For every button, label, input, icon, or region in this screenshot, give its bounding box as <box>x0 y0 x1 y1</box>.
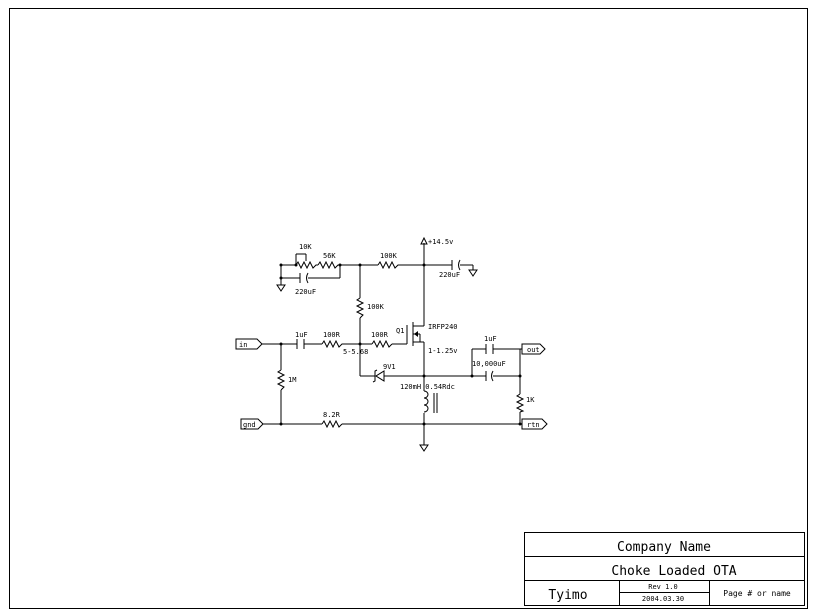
port-out-label: out <box>527 346 540 354</box>
label-100r-gate: 100R <box>371 331 389 339</box>
capacitor-10000uf <box>485 370 494 382</box>
port-rtn <box>521 418 548 430</box>
label-100r-input: 100R <box>323 331 341 339</box>
resistors <box>276 260 525 429</box>
company-name: Company Name <box>617 540 711 555</box>
label-10000uf: 10,000uF <box>472 360 506 368</box>
zener-diode <box>372 369 385 383</box>
ground-icon <box>276 284 286 292</box>
label-100k-vertical: 100K <box>367 303 385 311</box>
label-1k: 1K <box>526 396 535 404</box>
junction-dots <box>279 263 522 426</box>
label-100k-top: 100K <box>380 252 398 260</box>
label-choke: 120mH 0.54Rdc <box>400 383 455 391</box>
port-in <box>235 338 263 350</box>
label-source-voltage: 1-1.25v <box>428 347 458 355</box>
resistor-1k <box>515 393 525 413</box>
capacitor-220uf-left <box>299 272 309 284</box>
label-q1: Q1 <box>396 327 404 335</box>
supply-arrow-icon <box>420 236 428 245</box>
port-flags <box>235 338 548 430</box>
label-gate-voltage: 5-5.68 <box>343 348 368 356</box>
resistor-100k-vertical <box>355 297 365 319</box>
drawing-title: Choke Loaded OTA <box>611 564 736 579</box>
page-name: Page # or name <box>723 589 791 598</box>
port-in-label: in <box>239 341 247 349</box>
resistor-100r-input <box>321 339 344 349</box>
label-56k: 56K <box>323 252 336 260</box>
label-zener: 9V1 <box>383 363 396 371</box>
port-out <box>521 343 546 355</box>
port-gnd <box>240 418 264 430</box>
title-block: Company Name Choke Loaded OTA Tyimo Rev … <box>524 532 805 606</box>
capacitor-1uf-output <box>485 344 494 354</box>
label-supply: +14.5v <box>428 238 453 246</box>
capacitor-220uf-right <box>451 259 461 271</box>
label-1uf-input: 1uF <box>295 331 308 339</box>
choke-inductor <box>423 390 438 413</box>
resistor-56k <box>317 260 340 270</box>
component-labels: 10K 56K 220uF 100K +14.5v 220uF 100K Q1 … <box>239 238 540 429</box>
ground-icon <box>419 444 429 452</box>
resistor-8-2r <box>321 419 343 429</box>
resistor-100k-top <box>377 260 400 270</box>
label-irfp240: IRFP240 <box>428 323 458 331</box>
label-8-2r: 8.2R <box>323 411 341 419</box>
capacitor-1uf-input <box>296 339 305 349</box>
label-220uf-left: 220uF <box>295 288 316 296</box>
mosfet-arrow-icon <box>414 331 418 337</box>
ground-icon <box>468 269 478 277</box>
resistor-10k <box>295 260 318 270</box>
label-220uf-right: 220uF <box>439 271 460 279</box>
label-1m: 1M <box>288 376 296 384</box>
author-name: Tyimo <box>548 588 587 603</box>
port-rtn-label: rtn <box>527 421 540 429</box>
sheet-border <box>9 8 808 609</box>
capacitors <box>296 259 494 382</box>
schematic-wires <box>262 243 522 445</box>
resistor-100r-gate <box>371 339 393 349</box>
port-gnd-label: gnd <box>243 421 256 429</box>
resistor-1m <box>276 369 286 391</box>
label-10k: 10K <box>299 243 312 251</box>
ground-symbols <box>276 269 478 452</box>
label-1uf-output: 1uF <box>484 335 497 343</box>
revision: Rev 1.0 <box>648 583 678 591</box>
date: 2004.03.30 <box>642 595 684 603</box>
